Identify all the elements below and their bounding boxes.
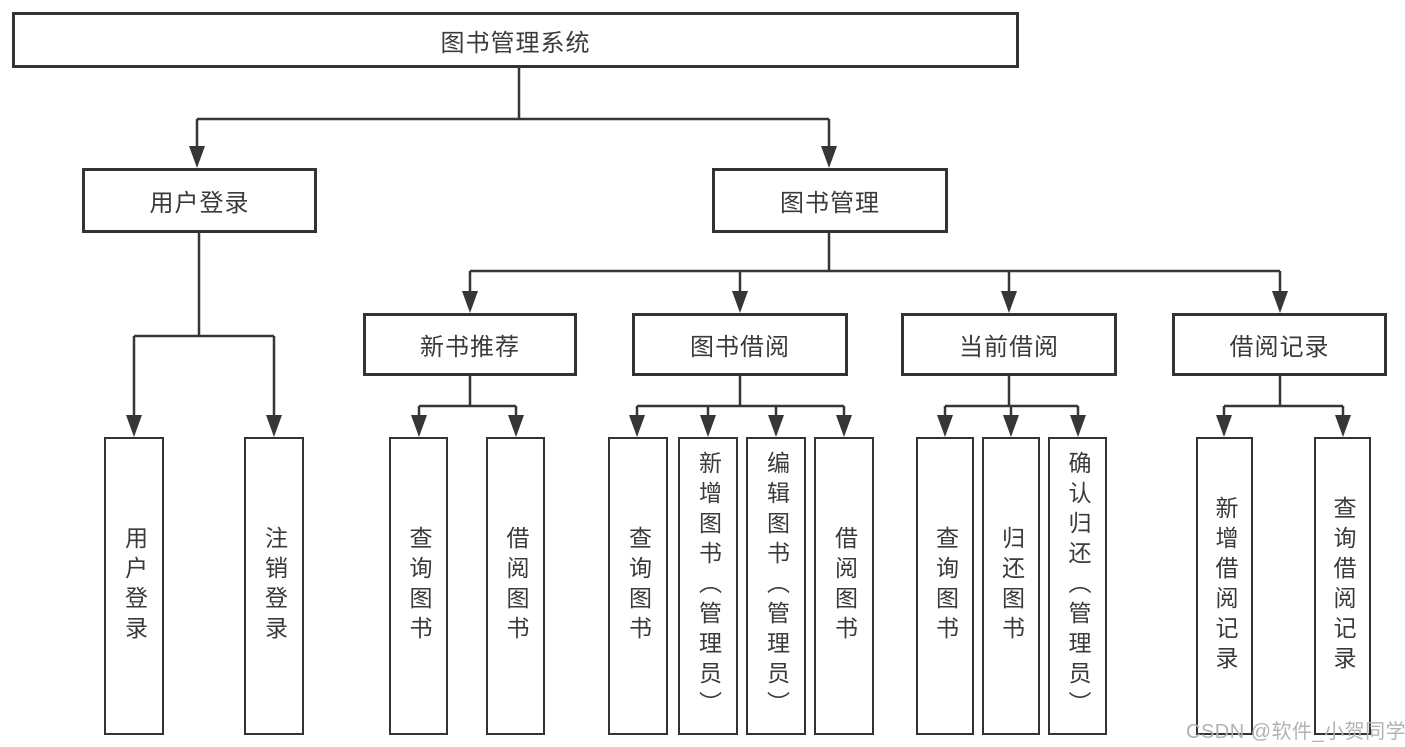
connector-borrowing-records-branch [1216, 376, 1351, 437]
node-records-query-record: 查询借阅记录 [1314, 437, 1371, 735]
node-recommend-borrow-books: 借阅图书 [486, 437, 545, 735]
node-borrowing-borrow-books: 借阅图书 [814, 437, 874, 735]
node-current-query-books: 查询图书 [916, 437, 974, 735]
node-book-borrowing: 图书借阅 [632, 313, 848, 376]
arrow-down-icon [1001, 291, 1017, 313]
node-new-book-recommend: 新书推荐 [363, 313, 577, 376]
node-borrowing-records: 借阅记录 [1172, 313, 1387, 376]
arrow-down-icon [126, 415, 142, 437]
arrow-down-icon [732, 291, 748, 313]
node-recommend-query-books: 查询图书 [389, 437, 448, 735]
arrow-down-icon [1070, 415, 1086, 437]
node-logout: 注销登录 [244, 437, 304, 735]
arrow-down-icon [937, 415, 953, 437]
arrow-down-icon [1335, 415, 1351, 437]
node-borrowing-add-books-admin: 新增图书（管理员） [678, 437, 738, 735]
connector-root-to-level2 [189, 68, 837, 168]
arrow-down-icon [189, 146, 205, 168]
node-borrowing-query-books: 查询图书 [608, 437, 668, 735]
node-book-management: 图书管理 [712, 168, 948, 233]
arrow-down-icon [462, 291, 478, 313]
arrow-down-icon [1003, 415, 1019, 437]
arrow-down-icon [1272, 291, 1288, 313]
arrow-down-icon [836, 415, 852, 437]
node-current-borrowing: 当前借阅 [901, 313, 1117, 376]
watermark-text: CSDN @软件_小贺同学 [1186, 721, 1405, 743]
arrow-down-icon [1216, 415, 1232, 437]
node-records-add-record: 新增借阅记录 [1196, 437, 1253, 735]
node-borrowing-edit-books-admin: 编辑图书（管理员） [746, 437, 806, 735]
node-current-return-books: 归还图书 [982, 437, 1040, 735]
node-current-confirm-return-admin: 确认归还（管理员） [1048, 437, 1107, 735]
arrow-down-icon [821, 146, 837, 168]
node-user-login: 用户登录 [82, 168, 317, 233]
arrow-down-icon [629, 415, 645, 437]
arrow-down-icon [768, 415, 784, 437]
connector-new-book-recommend-branch [411, 376, 524, 437]
arrow-down-icon [411, 415, 427, 437]
node-library-management-system: 图书管理系统 [12, 12, 1019, 68]
connector-book-borrowing-branch [629, 376, 852, 437]
connector-user-login-branch [126, 233, 282, 437]
arrow-down-icon [700, 415, 716, 437]
arrow-down-icon [508, 415, 524, 437]
connector-book-management-branch [462, 233, 1288, 313]
node-user-login-leaf: 用户登录 [104, 437, 164, 735]
arrow-down-icon [266, 415, 282, 437]
connector-current-borrowing-branch [937, 376, 1086, 437]
